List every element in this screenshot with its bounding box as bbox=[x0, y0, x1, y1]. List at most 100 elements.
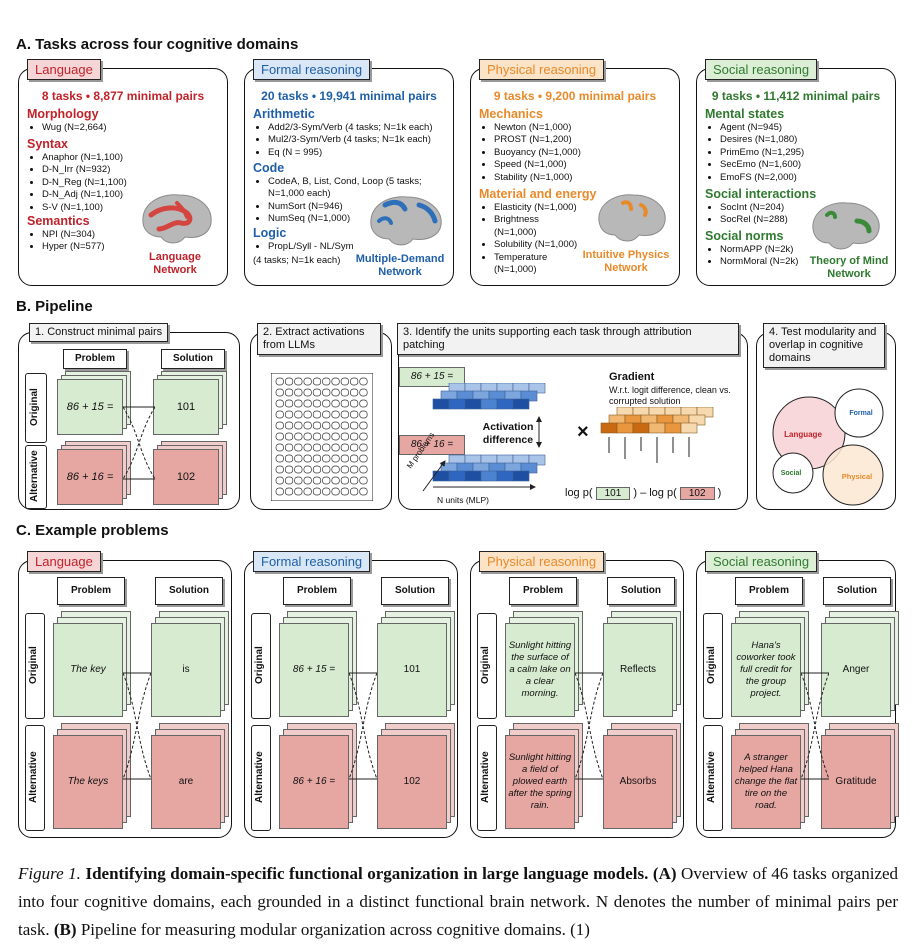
neuron-unit bbox=[359, 465, 368, 474]
list-item: Solubility (N=1,000) bbox=[494, 239, 584, 251]
orig-problem: 86 + 15 = bbox=[57, 379, 123, 435]
neuron-unit bbox=[350, 421, 359, 430]
neuron-unit bbox=[340, 476, 349, 485]
neuron-unit bbox=[340, 421, 349, 430]
network-label: Language Network bbox=[149, 251, 201, 276]
corrupt-input: 86 + 16 = bbox=[399, 435, 465, 455]
list-item: Buoyancy (N=1,000) bbox=[494, 147, 581, 159]
orig-problem-stack: 86 + 15 = bbox=[279, 611, 359, 719]
alternative-label: Alternative bbox=[28, 751, 39, 803]
figure-number: Figure 1. bbox=[18, 864, 81, 883]
network-label: Theory of Mind Network bbox=[809, 255, 889, 280]
example-card-physical: Physical reasoning Problem Solution Orig… bbox=[470, 551, 684, 838]
task-list: Elasticity (N=1,000) Brightness (N=1,000… bbox=[481, 202, 584, 276]
alternative-label: Alternative bbox=[706, 751, 717, 803]
list-item: PropL/Syll - NL/Sym bbox=[268, 241, 354, 253]
caption-title: Identifying domain-specific functional o… bbox=[85, 864, 649, 883]
neuron-unit bbox=[312, 432, 322, 441]
orig-problem: Sunlight hitting the surface of a calm l… bbox=[505, 623, 575, 717]
domain-stat: 9 tasks • 11,412 minimal pairs bbox=[711, 89, 881, 103]
neuron-unit bbox=[312, 377, 322, 386]
domain-stat: 20 tasks • 19,941 minimal pairs bbox=[261, 89, 437, 103]
brain-icon bbox=[370, 196, 442, 246]
neuron-unit bbox=[275, 487, 284, 496]
alternative-label: Alternative bbox=[480, 751, 491, 803]
list-item: SecEmo (N=1,600) bbox=[720, 159, 804, 171]
list-item: NumSort (N=946) bbox=[268, 201, 458, 213]
brain-icon bbox=[142, 194, 212, 244]
neuron-unit bbox=[312, 399, 322, 408]
neuron-unit bbox=[331, 421, 340, 430]
section-b-title: B. Pipeline bbox=[16, 298, 93, 315]
alternative-label: Alternative bbox=[29, 450, 40, 502]
activation-diff-label: Activation difference bbox=[482, 421, 534, 446]
neuron-unit bbox=[359, 454, 368, 463]
neuron-unit bbox=[340, 410, 349, 419]
neuron-unit bbox=[303, 399, 312, 408]
original-row-box bbox=[477, 613, 497, 719]
task-list: NormAPP (N=2k) NormMoral (N=2k) bbox=[707, 244, 798, 269]
caption-a: (A) bbox=[652, 864, 677, 883]
alt-problem-stack: Sunlight hitting a field of plowed earth… bbox=[505, 723, 585, 831]
list-item: EmoFS (N=2,000) bbox=[720, 172, 804, 184]
clean-input: 86 + 15 = bbox=[399, 367, 465, 387]
neuron-unit bbox=[359, 377, 368, 386]
neuron-unit bbox=[303, 465, 312, 474]
neuron-unit bbox=[350, 377, 359, 386]
neuron-unit bbox=[275, 388, 284, 397]
task-list: PropL/Syll - NL/Sym bbox=[255, 241, 354, 253]
alt-solution: 102 bbox=[377, 735, 447, 829]
neuron-unit bbox=[350, 465, 359, 474]
neuron-unit bbox=[350, 388, 359, 397]
clean-solution-chip: 101 bbox=[595, 487, 631, 500]
orig-problem: 86 + 15 = bbox=[279, 623, 349, 717]
original-row-box bbox=[251, 613, 271, 719]
neuron-unit bbox=[275, 377, 284, 386]
neuron-unit bbox=[340, 399, 349, 408]
list-item: NormMoral (N=2k) bbox=[720, 256, 798, 268]
alt-solution-stack: Gratitude bbox=[821, 723, 901, 831]
original-row-box bbox=[703, 613, 723, 719]
list-item: Newton (N=1,000) bbox=[494, 122, 581, 134]
original-label: Original bbox=[706, 646, 717, 684]
alt-problem-stack: The keys bbox=[53, 723, 133, 831]
neuron-unit bbox=[284, 465, 294, 474]
times-icon: × bbox=[577, 421, 589, 443]
pipeline-step-2: 2. Extract activations from LLMs bbox=[250, 323, 392, 510]
orig-solution: 101 bbox=[377, 623, 447, 717]
list-item: Elasticity (N=1,000) bbox=[494, 202, 584, 214]
neuron-unit bbox=[294, 465, 303, 474]
neuron-unit bbox=[340, 454, 349, 463]
list-item: D-N_Reg (N=1,100) bbox=[42, 177, 127, 189]
alt-solution-stack: 102 bbox=[377, 723, 457, 831]
neuron-unit bbox=[275, 476, 284, 485]
list-item: Temperature (N=1,000) bbox=[494, 252, 584, 277]
list-item: Stability (N=1,000) bbox=[494, 172, 581, 184]
alt-solution: Absorbs bbox=[603, 735, 673, 829]
step-title: 3. Identify the units supporting each ta… bbox=[397, 323, 739, 355]
neuron-unit bbox=[284, 399, 294, 408]
original-row-box bbox=[25, 613, 45, 719]
example-tag: Physical reasoning bbox=[479, 551, 605, 572]
orig-problem: The key bbox=[53, 623, 123, 717]
step-title: 1. Construct minimal pairs bbox=[29, 323, 169, 342]
logic-note: (4 tasks; N=1k each) bbox=[253, 255, 341, 266]
neuron-unit bbox=[340, 443, 349, 452]
example-card-formal: Formal reasoning Problem Solution Origin… bbox=[244, 551, 458, 838]
list-item: PrimEmo (N=1,295) bbox=[720, 147, 804, 159]
alternative-row-box bbox=[703, 725, 723, 831]
neuron-unit bbox=[331, 432, 340, 441]
alt-solution: are bbox=[151, 735, 221, 829]
venn-label-language: Language bbox=[784, 430, 822, 439]
neuron-unit bbox=[303, 410, 312, 419]
neuron-unit bbox=[303, 443, 312, 452]
alternative-row-box bbox=[251, 725, 271, 831]
neuron-unit bbox=[359, 476, 368, 485]
neuron-unit bbox=[275, 399, 284, 408]
neuron-unit bbox=[340, 377, 349, 386]
neuron-unit bbox=[294, 443, 303, 452]
task-list: Wug (N=2,664) bbox=[29, 122, 107, 134]
neuron-unit bbox=[312, 465, 322, 474]
group-title: Logic bbox=[253, 226, 287, 240]
task-list: CodeA, B, List, Cond, Loop (5 tasks; N=1… bbox=[255, 176, 458, 226]
